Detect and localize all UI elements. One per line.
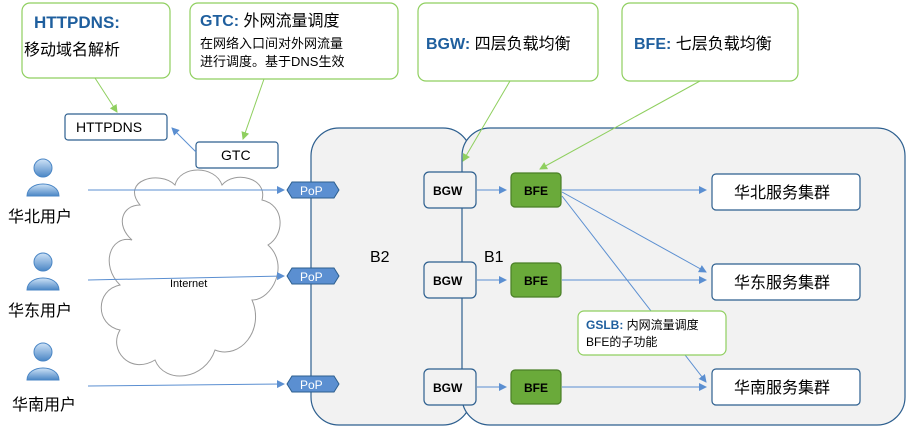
callout-gslb: GSLB: 内网流量调度 BFE的子功能: [577, 310, 727, 356]
callout-gtc-head: GTC:: [200, 13, 239, 30]
link-user-pop-3: [87, 380, 285, 389]
callout-bgw: BGW: 四层负载均衡: [417, 2, 599, 82]
link-callout-bfe: [539, 80, 701, 170]
callout-gtc-line2: 在网络入口间对外网流量: [200, 36, 343, 51]
user-icon: [33, 252, 53, 272]
link-callout-bgw: [462, 80, 511, 162]
cluster-label: 华东服务集群: [734, 274, 830, 292]
callout-httpdns-head: HTTPDNS:: [34, 13, 120, 32]
bgw-3: BGW: [423, 368, 477, 406]
cluster-huanan: 华南服务集群: [711, 368, 861, 406]
svg-text:BFE: 七层负载均衡: BFE: 七层负载均衡: [634, 35, 772, 53]
callout-gslb-line2: BFE的子功能: [586, 334, 657, 349]
callout-gtc-line3: 进行调度。基于DNS生效: [200, 54, 344, 69]
pop-1: PoP: [286, 181, 340, 199]
cluster-label: 华南服务集群: [734, 379, 830, 397]
link-callout-httpdns: [94, 77, 118, 113]
gtc-node: GTC: [195, 141, 279, 169]
user-huadong: 华东用户: [8, 252, 72, 320]
link-callout-gtc: [241, 78, 265, 140]
svg-text:GTC: 外网流量调度: GTC: 外网流量调度: [200, 12, 340, 30]
svg-text:GSLB: 内网流量调度: GSLB: 内网流量调度: [586, 317, 699, 332]
callout-bgw-head: BGW:: [426, 36, 470, 53]
httpdns-node: HTTPDNS: [64, 113, 168, 141]
pop-label: PoP: [300, 184, 323, 198]
internet-label: Internet: [170, 278, 207, 290]
bfe-label: BFE: [524, 184, 548, 198]
cluster-label: 华北服务集群: [734, 184, 830, 202]
cluster-huabei: 华北服务集群: [711, 173, 861, 211]
region-b1-label: B1: [484, 249, 504, 266]
bgw-label: BGW: [433, 274, 463, 288]
user-icon: [33, 342, 53, 362]
bfe-label: BFE: [524, 274, 548, 288]
callout-gslb-head: GSLB:: [586, 318, 623, 332]
user-label: 华北用户: [8, 208, 72, 226]
bgw-1: BGW: [423, 171, 477, 209]
user-huabei: 华北用户: [8, 158, 72, 226]
internet-cloud: Internet: [100, 169, 281, 377]
link-bfe1-cluster2: [561, 191, 707, 273]
pop-label: PoP: [300, 378, 323, 392]
bfe-2: BFE: [510, 262, 562, 298]
bgw-label: BGW: [433, 184, 463, 198]
link-user-pop-2: [87, 272, 285, 281]
callout-bfe-head: BFE:: [634, 36, 671, 53]
pop-label: PoP: [300, 270, 323, 284]
region-b2-label: B2: [370, 249, 390, 266]
cluster-huadong: 华东服务集群: [711, 263, 861, 301]
callout-httpdns-line2: 移动域名解析: [24, 41, 120, 59]
callout-bgw-head-rest: 四层负载均衡: [470, 35, 570, 53]
user-icon: [33, 158, 53, 178]
bgw-2: BGW: [423, 261, 477, 299]
callout-httpdns: HTTPDNS: 移动域名解析: [21, 2, 171, 79]
callout-gslb-head-rest: 内网流量调度: [623, 317, 698, 332]
callout-bfe-head-rest: 七层负载均衡: [671, 35, 771, 53]
bfe-3: BFE: [510, 369, 562, 405]
bfe-label: BFE: [524, 381, 548, 395]
link-gtc-httpdns: [171, 127, 197, 153]
bfe-1: BFE: [510, 172, 562, 208]
callout-gtc: GTC: 外网流量调度 在网络入口间对外网流量 进行调度。基于DNS生效: [189, 2, 399, 80]
pop-2: PoP: [286, 267, 340, 285]
callout-bfe: BFE: 七层负载均衡: [621, 2, 799, 82]
user-label: 华东用户: [8, 302, 72, 320]
callout-gtc-head-rest: 外网流量调度: [239, 12, 339, 30]
svg-text:BGW: 四层负载均衡: BGW: 四层负载均衡: [426, 35, 571, 53]
user-label: 华南用户: [12, 396, 76, 414]
user-huanan: 华南用户: [12, 342, 76, 414]
httpdns-label: HTTPDNS: [76, 119, 142, 135]
bgw-label: BGW: [433, 381, 463, 395]
pop-3: PoP: [286, 375, 340, 393]
gtc-label: GTC: [221, 147, 251, 163]
